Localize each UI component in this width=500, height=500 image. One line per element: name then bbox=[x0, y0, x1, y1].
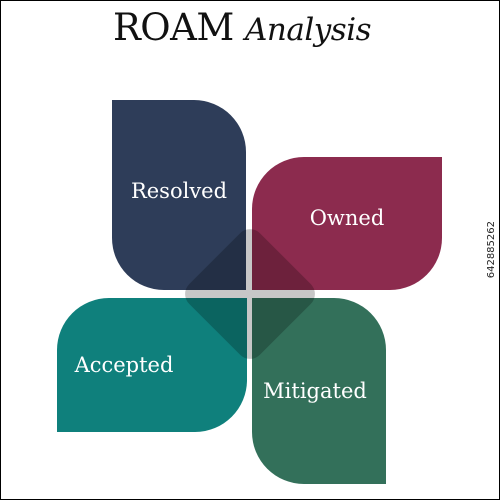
title-main: ROAM bbox=[112, 6, 234, 49]
petal-mitigated: Mitigated bbox=[252, 298, 386, 484]
stock-id-strip: 642885262 bbox=[482, 0, 500, 500]
petal-owned-label: Owned bbox=[309, 205, 385, 230]
petal-owned: Owned bbox=[252, 157, 442, 290]
petal-accepted: Accepted bbox=[57, 298, 247, 432]
title-sub: Analysis bbox=[245, 12, 372, 48]
petal-resolved: Resolved bbox=[112, 100, 246, 290]
diagram-title: ROAM Analysis bbox=[0, 6, 484, 49]
petal-mitigated-label: Mitigated bbox=[263, 379, 367, 403]
petal-resolved-label: Resolved bbox=[130, 179, 228, 203]
stock-id-text: 642885262 bbox=[485, 219, 497, 281]
petal-accepted-label: Accepted bbox=[74, 353, 174, 377]
